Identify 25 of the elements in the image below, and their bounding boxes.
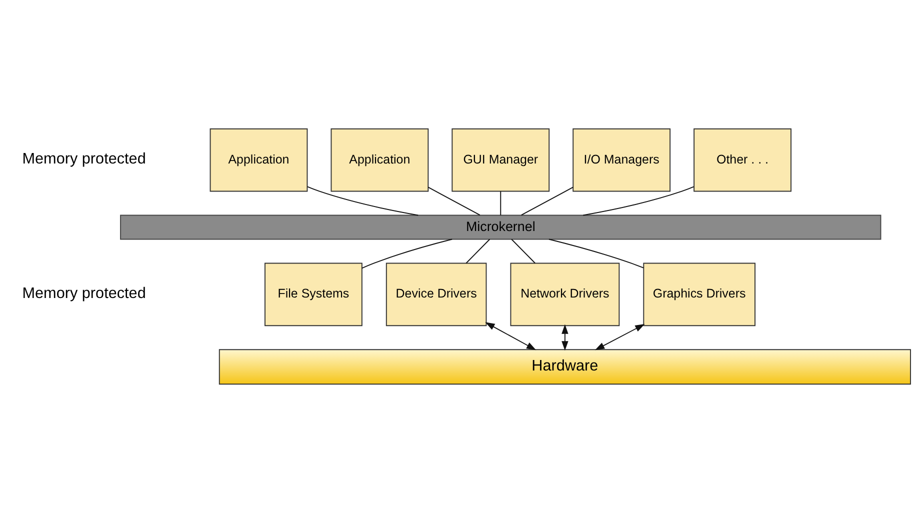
connector — [548, 238, 644, 268]
arrow — [562, 324, 568, 350]
node-box: Network Drivers — [510, 262, 620, 326]
node-box: Hardware — [218, 348, 911, 384]
label: Memory protected — [22, 150, 146, 168]
connector — [582, 186, 694, 216]
connector — [520, 186, 574, 216]
arrow — [485, 322, 536, 350]
connector — [511, 238, 536, 264]
connector — [361, 238, 453, 268]
node-box: Graphics Drivers — [643, 262, 756, 326]
node-box: GUI Manager — [452, 128, 550, 192]
node-box: I/O Managers — [572, 128, 671, 192]
node-box: Application — [210, 128, 308, 192]
node-box: Microkernel — [120, 214, 882, 240]
connector — [428, 186, 480, 216]
node-box: Application — [330, 128, 429, 192]
connector — [466, 238, 490, 264]
node-box: Other . . . — [694, 128, 792, 192]
arrow — [594, 324, 645, 350]
node-box: Device Drivers — [386, 262, 487, 326]
node-box: File Systems — [264, 262, 362, 326]
connector — [500, 190, 502, 216]
label: Memory protected — [22, 284, 146, 302]
connector — [306, 186, 419, 216]
